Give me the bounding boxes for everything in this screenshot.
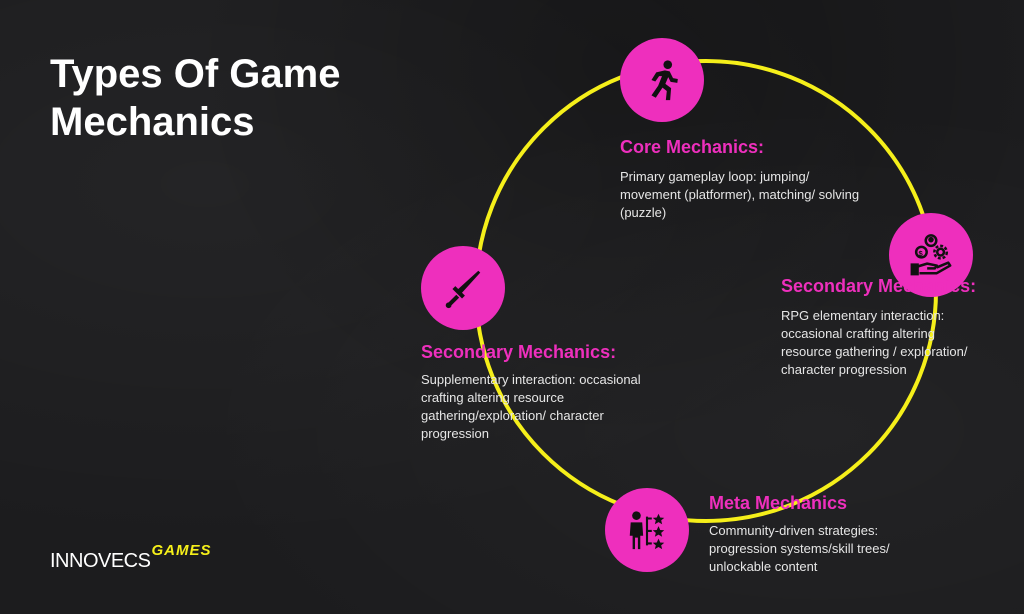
- node-text: RPG elementary interaction: occasional c…: [781, 308, 968, 377]
- svg-text:$: $: [919, 249, 924, 258]
- node-heading: Meta Mechanics: [709, 493, 848, 513]
- secondary-mechanics-left-block: Secondary Mechanics: Supplementary inter…: [421, 341, 661, 443]
- logo-main-text: INNOVECS: [50, 550, 151, 572]
- logo-sub-text: GAMES: [151, 542, 212, 559]
- secondary-mechanics-right-block: Secondary Mechanics: RPG elementary inte…: [781, 275, 981, 379]
- running-person-icon: [620, 38, 704, 122]
- node-text: Primary gameplay loop: jumping/ movement…: [620, 169, 860, 220]
- innovecs-games-logo: INNOVECS GAMES: [50, 542, 211, 574]
- node-heading: Secondary Mechanics:: [421, 342, 617, 362]
- core-mechanics-block: Core Mechanics: Primary gameplay loop: j…: [620, 136, 860, 222]
- node-heading: Secondary Mechanics:: [781, 276, 977, 296]
- hand-coin-gear-icon: $: [889, 213, 973, 297]
- sword-icon: [421, 246, 505, 330]
- node-text: Supplementary interaction: occasional cr…: [421, 372, 641, 441]
- node-text: Community-driven strategies: progression…: [709, 523, 890, 574]
- node-heading: Core Mechanics:: [620, 137, 765, 157]
- page-title: Types Of Game Mechanics: [50, 52, 341, 144]
- meta-mechanics-block: Meta Mechanics Community-driven strategi…: [709, 492, 949, 576]
- person-stars-icon: [605, 488, 689, 572]
